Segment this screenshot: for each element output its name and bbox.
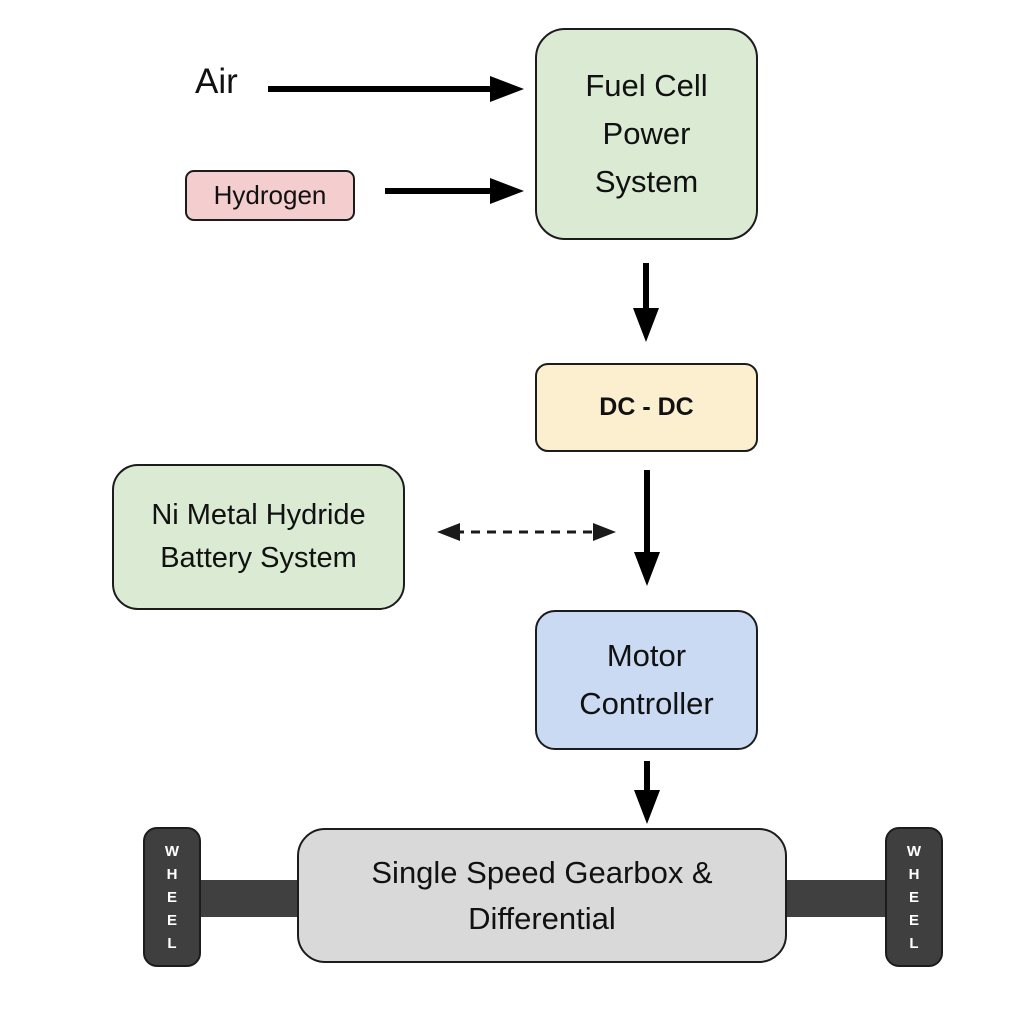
node-ni-metal-hydride-battery: Ni Metal Hydride Battery System — [112, 464, 405, 610]
battery-label: Ni Metal Hydride Battery System — [151, 499, 366, 574]
gearbox-label: Single Speed Gearbox & Differential — [371, 854, 713, 936]
arrow-dcdc-to-motorcontroller — [634, 470, 660, 586]
node-dc-dc-converter: DC - DC — [535, 363, 758, 452]
wheel-left-label: W H E E L — [164, 842, 180, 952]
node-hydrogen: Hydrogen — [185, 170, 355, 221]
arrow-battery-bus-dashed — [437, 523, 616, 541]
arrow-motorcontroller-to-gearbox — [634, 761, 660, 824]
node-gearbox-differential: Single Speed Gearbox & Differential — [297, 828, 787, 963]
fuel-cell-label: Fuel Cell Power System — [585, 68, 708, 199]
arrow-hydrogen-to-fuelcell — [385, 178, 524, 204]
air-label-text: Air — [195, 62, 238, 101]
wheel-right-label: W H E E L — [906, 842, 922, 952]
node-fuel-cell-power-system: Fuel Cell Power System — [535, 28, 758, 240]
dc-dc-label: DC - DC — [599, 393, 694, 421]
motor-controller-label: Motor Controller — [579, 638, 714, 721]
arrow-fuelcell-to-dcdc — [633, 263, 659, 342]
axle-right — [784, 880, 887, 917]
axle-left — [199, 880, 301, 917]
hydrogen-label: Hydrogen — [213, 180, 327, 210]
air-label: Air — [195, 62, 238, 102]
node-motor-controller: Motor Controller — [535, 610, 758, 750]
arrow-air-to-fuelcell — [268, 76, 524, 102]
wheel-left: W H E E L — [143, 827, 201, 967]
wheel-right: W H E E L — [885, 827, 943, 967]
